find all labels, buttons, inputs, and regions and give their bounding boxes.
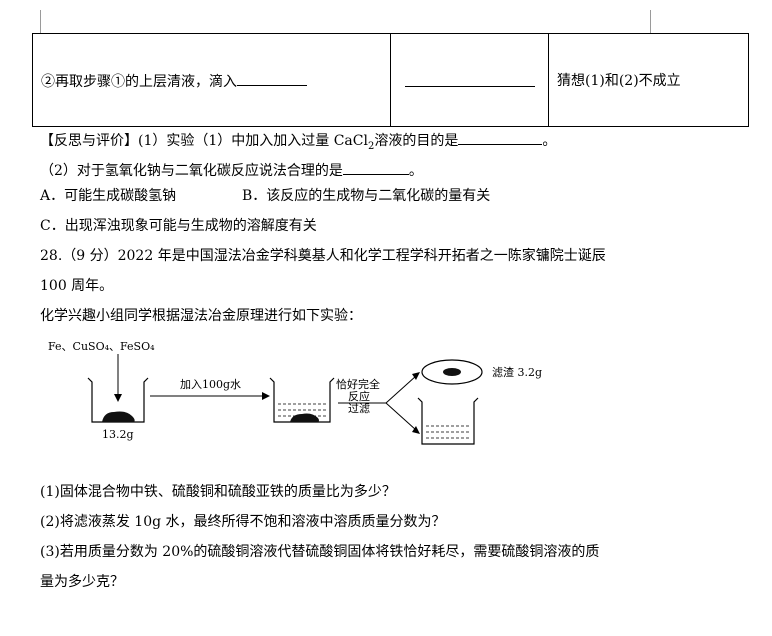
q28-subquestion-2: (2)将滤液蒸发 10g 水，最终所得不饱和溶液中溶质质量分数为？ <box>40 514 446 530</box>
down-arrow-head <box>114 394 122 402</box>
page-corner-mark-right <box>650 10 651 34</box>
condition-label-3: 过滤 <box>348 402 370 415</box>
add-water-label: 加入100g水 <box>180 378 241 391</box>
option-b: B．该反应的生成物与二氧化碳的量有关 <box>242 188 491 204</box>
phenomenon-blank[interactable] <box>404 70 535 87</box>
branch-down-line <box>385 402 417 431</box>
reagent-blank[interactable] <box>237 69 307 86</box>
conclusion-cell: 猜想(1)和(2)不成立 <box>548 33 749 127</box>
condition-label-1: 恰好完全 <box>336 377 380 391</box>
beaker-2-liquid <box>278 403 326 417</box>
answer-blank[interactable] <box>342 158 409 175</box>
filtrate-liquid <box>426 425 470 439</box>
right-arrow-head <box>262 392 270 400</box>
condition-label-2: 反应 <box>348 389 370 403</box>
q28-intro-line-2: 100 周年。 <box>40 278 114 294</box>
branch-down-head <box>412 426 420 434</box>
page-corner-mark-left <box>40 10 41 34</box>
q28-intro-line-1: 28.（9 分）2022 年是中国湿法冶金学科奠基人和化学工程学科开拓者之一陈家… <box>40 248 606 264</box>
beaker-2-solid <box>290 413 319 422</box>
conclusion-text: 猜想(1)和(2)不成立 <box>557 73 681 89</box>
branch-up-line <box>385 375 417 404</box>
option-a: A．可能生成碳酸氢钠 <box>40 188 177 204</box>
phenomenon-cell <box>390 33 549 127</box>
q28-subquestion-1: (1)固体混合物中铁、硫酸铜和硫酸亚铁的质量比为多少？ <box>40 484 396 500</box>
q28-subquestion-3-line-1: (3)若用质量分数为 20%的硫酸铜溶液代替硫酸铜固体将铁恰好耗尽，需要硫酸铜溶… <box>40 544 600 560</box>
step-cell: ②再取步骤①的上层清液，滴入 <box>32 33 391 127</box>
branch-up-head <box>412 372 420 380</box>
reflection-question-2: （2）对于氢氧化钠与二氧化碳反应说法合理的是。 <box>40 158 423 181</box>
solid-mixture <box>102 411 135 422</box>
experiment-diagram: Fe、CuSO₄、FeSO₄ 13.2g 加入100g水 恰好完全 反应 过滤 … <box>48 340 542 445</box>
subscript-2: 2 <box>367 140 375 152</box>
residue-solid <box>443 368 461 376</box>
option-c: C．出现浑浊现象可能与生成物的溶解度有关 <box>40 218 317 234</box>
options-row-ab: A．可能生成碳酸氢钠 B．该反应的生成物与二氧化碳的量有关 <box>40 186 490 206</box>
experiment-table: ②再取步骤①的上层清液，滴入 猜想(1)和(2)不成立 <box>32 33 749 127</box>
residue-label: 滤渣 3.2g <box>492 365 542 379</box>
mass-label: 13.2g <box>102 428 134 441</box>
reflection-question-1: 【反思与评价】(1）实验（1）中加入加入过量 CaCl2溶液的目的是。 <box>40 128 556 157</box>
q28-intro-line-3: 化学兴趣小组同学根据湿法冶金原理进行如下实验： <box>40 308 362 324</box>
table-row: ②再取步骤①的上层清液，滴入 猜想(1)和(2)不成立 <box>32 33 749 127</box>
reagents-label: Fe、CuSO₄、FeSO₄ <box>48 340 155 353</box>
beaker-3 <box>417 397 479 445</box>
q28-subquestion-3-line-2: 量为多少克？ <box>40 574 124 590</box>
filter-paper <box>421 359 483 385</box>
purpose-blank[interactable] <box>458 128 543 145</box>
step-text: ②再取步骤①的上层清液，滴入 <box>41 74 237 90</box>
